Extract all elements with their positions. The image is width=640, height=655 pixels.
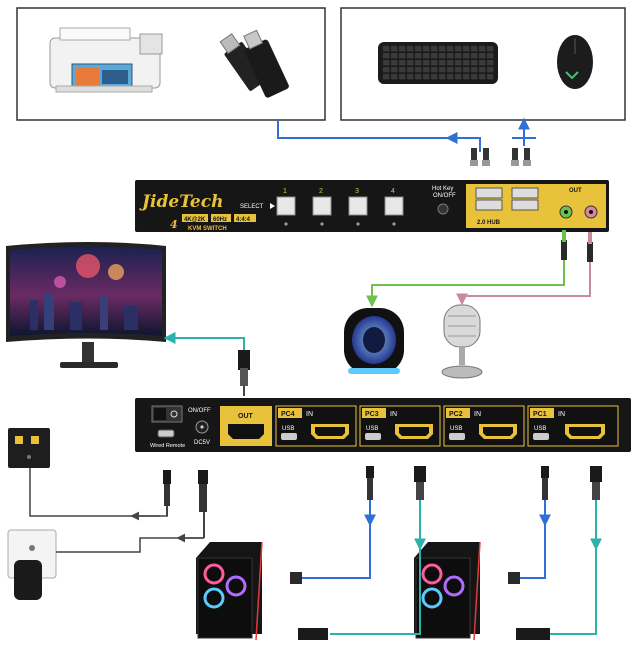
- kvm-back-panel: ON/OFF DC5V Wired Remote OUT PC4 IN USB …: [135, 398, 631, 452]
- product-subtitle: KVM SWITCH: [188, 226, 227, 232]
- pc4-label: PC4: [281, 411, 295, 418]
- power-link: [56, 533, 204, 553]
- hotkey-sublabel: ON/OFF: [433, 193, 456, 199]
- pc2-usb-label: USB: [450, 426, 462, 432]
- pc3-in-label: IN: [390, 411, 397, 418]
- usb-hub-label: 2.0 HUB: [477, 220, 501, 226]
- brand-logo: JideTech: [139, 192, 223, 212]
- usb-hub-ports: [475, 187, 539, 211]
- audio-out-label: OUT: [569, 188, 582, 194]
- pc-a-hdmi-link: [330, 500, 426, 635]
- hdmi-plug-icon: [238, 350, 250, 396]
- wired-remote-port: [157, 429, 175, 438]
- pc4-usb-label: USB: [282, 426, 294, 432]
- hdmi-monitor-link: [163, 332, 245, 350]
- pc1-usb-label: USB: [534, 426, 546, 432]
- pc-b-hdmi-link: [550, 500, 602, 635]
- pc1-usb-port: [533, 433, 549, 440]
- hdmi-out-port: [228, 424, 264, 439]
- pc3-usb-label: USB: [366, 426, 378, 432]
- select-button-4[interactable]: [384, 196, 404, 216]
- pc1-in-label: IN: [558, 411, 565, 418]
- pc-tower-icon: [414, 541, 481, 641]
- port-number-2: 2: [319, 188, 323, 195]
- kvm-front-panel: JideTech 4 4K@2K 60Hz 4:4:4 KVM SWITCH S…: [135, 180, 609, 232]
- spec-badge-resolution: 4K@2K: [184, 217, 206, 223]
- pc2-label: PC2: [449, 411, 463, 418]
- wired-remote-icon: [8, 428, 50, 468]
- spec-badge-refresh: 60Hz: [213, 217, 227, 223]
- on-off-label: ON/OFF: [188, 408, 211, 414]
- monitor-icon: [6, 242, 166, 368]
- pc3-label: PC3: [365, 411, 379, 418]
- pc3-usb-port: [365, 433, 381, 440]
- pc4-usb-port: [281, 433, 297, 440]
- select-button-3[interactable]: [348, 196, 368, 216]
- hotkey-button[interactable]: [437, 203, 449, 215]
- pc2-usb-port: [449, 433, 465, 440]
- speaker-audio-link: [366, 260, 565, 308]
- model-number: 4: [170, 218, 178, 231]
- pc-tower-icon: [196, 541, 263, 641]
- mouse-icon: [557, 35, 593, 89]
- pc-b-plugs: [508, 466, 602, 640]
- pc-a-plugs: [290, 466, 426, 640]
- pc-b-usb-link: [516, 500, 551, 579]
- pc4-in-label: IN: [306, 411, 313, 418]
- cable-plug-icons: [163, 470, 208, 538]
- remote-link: [29, 468, 168, 521]
- usb-cable-links: [277, 117, 536, 152]
- select-button-1[interactable]: [276, 196, 296, 216]
- usb-plug-icon: [470, 148, 531, 166]
- wired-remote-label: Wired Remote: [150, 443, 185, 449]
- pc-a-usb-link: [300, 500, 376, 579]
- power-adapter-icon: [7, 529, 57, 600]
- spec-badge-chroma: 4:4:4: [236, 217, 251, 223]
- pc1-label: PC1: [533, 411, 547, 418]
- select-button-2[interactable]: [312, 196, 332, 216]
- port-number-4: 4: [391, 188, 395, 195]
- keyboard-icon: [378, 42, 498, 84]
- audio-plug-icon: [561, 230, 593, 262]
- dc-label: DC5V: [194, 440, 210, 446]
- port-number-3: 3: [355, 188, 359, 195]
- mic-audio-link: [456, 262, 591, 306]
- port-number-1: 1: [283, 188, 287, 195]
- select-label: SELECT: [240, 204, 264, 210]
- usb-drive-icon: [219, 29, 289, 98]
- speaker-icon: [344, 308, 404, 374]
- microphone-icon: [441, 304, 483, 379]
- hotkey-label: Hot Key: [432, 186, 453, 192]
- pc2-in-label: IN: [474, 411, 481, 418]
- printer-icon: [49, 27, 163, 93]
- hdmi-out-label: OUT: [238, 413, 254, 420]
